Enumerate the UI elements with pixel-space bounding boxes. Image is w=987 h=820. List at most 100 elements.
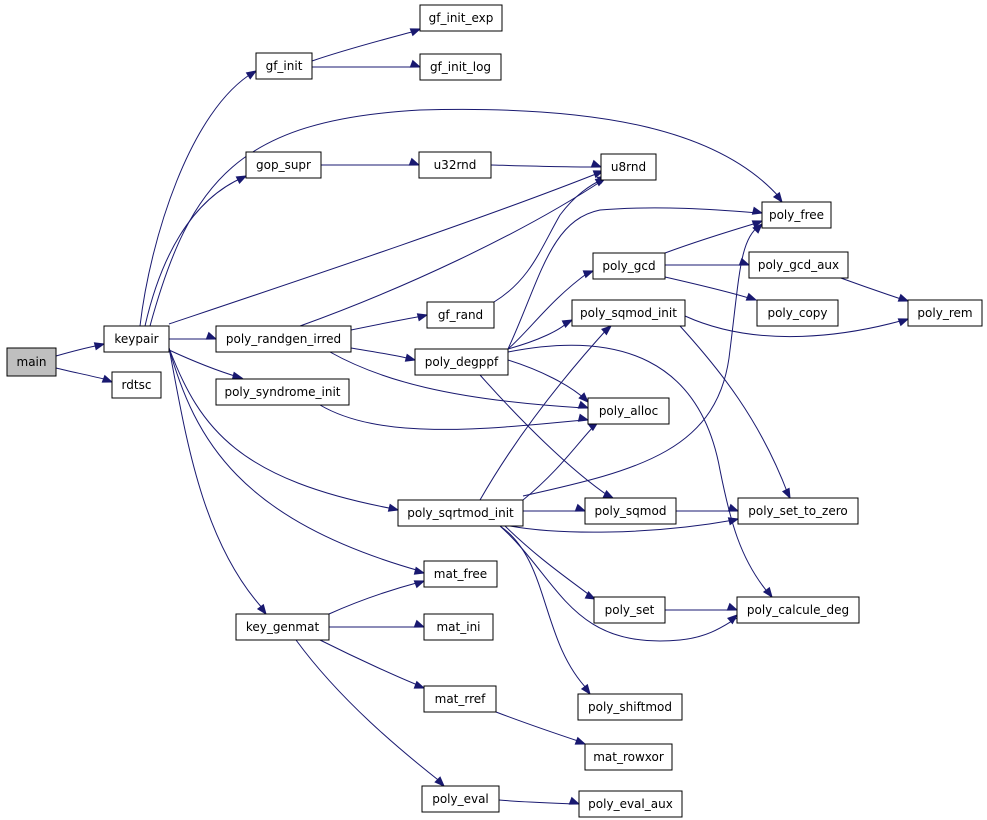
edge-arrowhead	[601, 325, 613, 336]
edge-arrowhead	[745, 292, 758, 301]
edge-arrowhead	[582, 270, 595, 279]
call-edge	[149, 108, 781, 327]
call-edge	[522, 424, 596, 501]
node-main[interactable]: main	[6, 347, 57, 377]
call-edge	[507, 321, 569, 350]
call-edge	[479, 327, 609, 501]
edge-arrowhead	[568, 796, 581, 805]
node-poly-gcd-aux[interactable]: poly_gcd_aux	[748, 251, 849, 279]
node-poly-rem[interactable]: poly_rem	[907, 299, 983, 327]
node-mat-free[interactable]: mat_free	[423, 560, 498, 588]
node-box	[423, 613, 494, 641]
node-poly-set[interactable]: poly_set	[593, 596, 666, 624]
node-box	[423, 560, 498, 588]
node-label: poly_alloc	[599, 404, 658, 418]
call-edge	[144, 176, 245, 327]
call-edge	[479, 374, 611, 498]
node-box	[578, 790, 683, 818]
node-poly-sqmod-init[interactable]: poly_sqmod_init	[571, 299, 686, 327]
call-edge	[504, 525, 593, 598]
node-box	[600, 153, 657, 181]
node-box	[111, 371, 162, 399]
node-gf-init-exp[interactable]: gf_init_exp	[419, 4, 503, 32]
edge-arrowhead	[602, 489, 615, 499]
node-u32rnd[interactable]: u32rnd	[418, 151, 492, 179]
node-box	[414, 348, 509, 376]
node-box	[592, 252, 666, 280]
call-edge	[139, 71, 255, 327]
node-gop-supr[interactable]: gop_supr	[245, 151, 322, 179]
node-key-genmat[interactable]: key_genmat	[235, 613, 330, 641]
call-edge	[299, 179, 604, 327]
node-box	[761, 201, 832, 229]
node-poly-calcule-deg[interactable]: poly_calcule_deg	[736, 596, 860, 624]
node-label: mat_free	[434, 567, 487, 581]
node-box	[397, 499, 524, 527]
node-box	[418, 151, 492, 179]
node-poly-shiftmod[interactable]: poly_shiftmod	[577, 693, 683, 721]
node-u8rnd[interactable]: u8rnd	[600, 153, 657, 181]
node-label: poly_gcd_aux	[758, 258, 839, 272]
edge-arrowhead	[93, 342, 106, 351]
node-rdtsc[interactable]: rdtsc	[111, 371, 162, 399]
node-mat-rref[interactable]: mat_rref	[423, 685, 497, 713]
node-label: gf_init	[266, 59, 303, 73]
node-box	[255, 52, 313, 80]
node-box	[907, 299, 983, 327]
node-poly-copy[interactable]: poly_copy	[756, 299, 839, 327]
node-poly-alloc[interactable]: poly_alloc	[587, 397, 670, 425]
edge-arrowhead	[561, 319, 574, 329]
node-poly-set-to-zero[interactable]: poly_set_to_zero	[737, 497, 859, 525]
node-label: poly_eval	[432, 792, 489, 806]
edge-arrowhead	[245, 70, 258, 80]
edge-arrowhead	[205, 331, 218, 340]
node-poly-sqmod[interactable]: poly_sqmod	[584, 497, 677, 525]
node-gf-init-log[interactable]: gf_init_log	[419, 53, 502, 81]
edge-arrowhead	[726, 602, 739, 611]
node-box	[215, 325, 352, 353]
node-label: poly_sqrtmod_init	[407, 506, 514, 520]
call-edge	[679, 325, 789, 495]
edge-arrowhead	[751, 206, 764, 215]
edge-arrowhead	[413, 566, 426, 575]
node-poly-eval[interactable]: poly_eval	[421, 785, 500, 813]
node-poly-randgen-irred[interactable]: poly_randgen_irred	[215, 325, 352, 353]
node-gf-init[interactable]: gf_init	[255, 52, 313, 80]
node-label: poly_sqmod_init	[580, 306, 677, 320]
edge-arrowhead	[413, 680, 426, 689]
node-mat-ini[interactable]: mat_ini	[423, 613, 494, 641]
node-box	[587, 397, 670, 425]
node-label: poly_shiftmod	[588, 700, 672, 714]
node-label: gf_init_exp	[429, 11, 494, 25]
edge-arrowhead	[404, 353, 417, 362]
node-poly-degppf[interactable]: poly_degppf	[414, 348, 509, 376]
node-label: mat_rref	[435, 692, 487, 706]
node-box	[421, 785, 500, 813]
call-edges	[55, 28, 910, 805]
call-edge	[498, 799, 576, 805]
call-nodes: main keypair rdtsc gf_init gf_init_exp gf_ini…	[6, 4, 983, 818]
node-label: gf_rand	[438, 308, 483, 322]
node-label: poly_set_to_zero	[748, 504, 847, 518]
node-poly-gcd[interactable]: poly_gcd	[592, 252, 666, 280]
node-poly-sqrtmod-init[interactable]: poly_sqrtmod_init	[397, 499, 524, 527]
call-edge	[493, 177, 606, 303]
edge-arrowhead	[752, 223, 763, 234]
node-poly-free[interactable]: poly_free	[761, 201, 832, 229]
call-edge	[507, 344, 771, 596]
call-edge	[329, 351, 585, 409]
node-keypair[interactable]: keypair	[103, 325, 170, 353]
node-label: poly_set	[605, 603, 655, 617]
call-edge	[664, 221, 761, 254]
call-edge	[168, 347, 395, 510]
node-poly-eval-aux[interactable]: poly_eval_aux	[578, 790, 683, 818]
edge-arrowhead	[434, 776, 445, 787]
node-label: main	[17, 355, 47, 369]
node-poly-syndrome-init[interactable]: poly_syndrome_init	[215, 378, 350, 406]
node-box	[584, 743, 673, 771]
node-gf-rand[interactable]: gf_rand	[426, 301, 495, 329]
call-edge	[507, 359, 587, 401]
node-mat-rowxor[interactable]: mat_rowxor	[584, 743, 673, 771]
call-edge	[350, 347, 412, 360]
call-edge	[495, 711, 582, 743]
